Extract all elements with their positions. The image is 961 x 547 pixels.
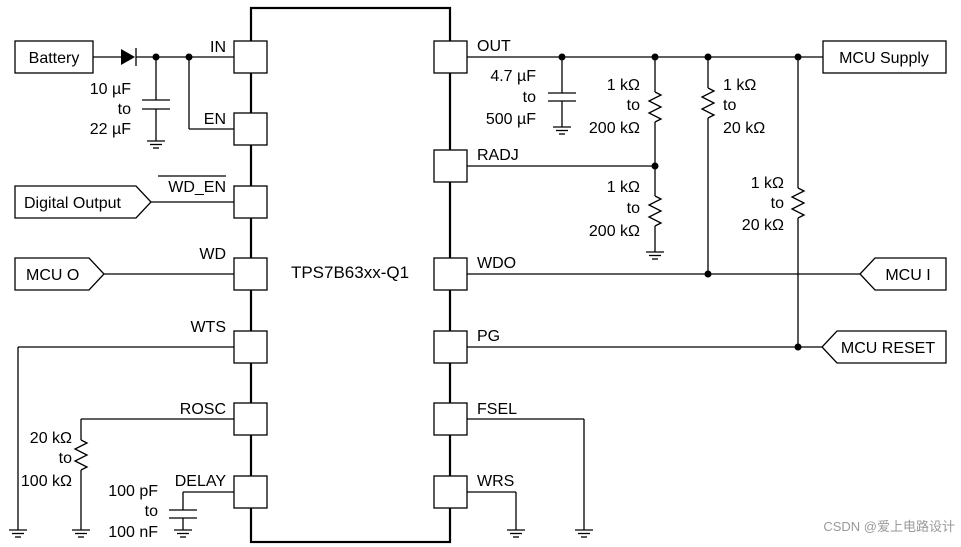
watermark: CSDN @爱上电路设计 [823,519,955,534]
input-network [93,48,234,149]
pin-radj [433,149,468,183]
radj-bottom-value-max: 200 kΩ [589,223,640,240]
pin-label-wd: WD [199,246,226,263]
pin-label-delay: DELAY [175,473,227,490]
diode-symbol [121,49,135,65]
wts-ground [9,346,234,538]
pin-label-out: OUT [477,38,511,55]
pin-in [233,40,268,74]
pin-pg [433,330,468,364]
pin-label-rosc: ROSC [180,401,226,418]
in-cap-value-min: 10 µF [90,81,131,98]
pin-label-in: IN [210,39,226,56]
pin-label-wd-en: WD_EN [168,179,226,196]
radj-bottom-value-min: 1 kΩ [607,179,640,196]
output-network [467,53,860,538]
delay-value-min: 100 pF [108,483,158,500]
radj-top-value-max: 200 kΩ [589,120,640,137]
pin-label-fsel: FSEL [477,401,517,418]
wdo-pullup-value-to: to [723,97,736,114]
rosc-value-to: to [59,450,72,467]
rosc-resistor [72,418,234,538]
pin-label-radj: RADJ [477,147,519,164]
port-mcu-i-label: MCU I [885,267,930,284]
pin-label-wrs: WRS [477,473,514,490]
port-mcu-reset-label: MCU RESET [841,340,935,357]
out-cap-value-to: to [523,89,536,106]
port-mcu-supply-label: MCU Supply [839,50,929,67]
port-mcu-i [859,257,947,291]
pin-wd [233,257,268,291]
port-mcu-reset [821,330,947,364]
wdo-pullup-value-max: 20 kΩ [723,120,765,137]
pin-wrs [433,475,468,509]
pg-pullup-value-min: 1 kΩ [751,175,784,192]
rosc-value-min: 20 kΩ [30,430,72,447]
ic-name: TPS7B63xx-Q1 [291,263,409,282]
pin-en [233,112,268,146]
port-digital-output-label: Digital Output [24,195,121,212]
in-cap-value-to: to [118,101,131,118]
rosc-value-max: 100 kΩ [21,473,72,490]
port-mcu-o-label: MCU O [26,267,79,284]
port-digital-output [14,185,152,219]
pin-out [433,40,468,74]
pg-pullup-value-max: 20 kΩ [742,217,784,234]
pin-fsel [433,402,468,436]
pin-label-wts: WTS [190,319,226,336]
pin-delay [233,475,268,509]
in-cap-value-max: 22 µF [90,121,131,138]
out-cap-value-min: 4.7 µF [490,68,536,85]
pin-label-pg: PG [477,328,500,345]
radj-top-value-min: 1 kΩ [607,77,640,94]
pin-wd-en [233,185,268,219]
radj-bottom-value-to: to [627,200,640,217]
pg-pullup-value-to: to [771,195,784,212]
pin-rosc [233,402,268,436]
ic-body [249,6,452,544]
delay-value-max: 100 nF [108,524,158,541]
pin-label-en: EN [204,111,226,128]
port-battery [14,40,94,74]
pin-label-wdo: WDO [477,255,516,272]
pin-wdo [433,257,468,291]
radj-top-value-to: to [627,97,640,114]
delay-capacitor [169,491,234,538]
out-cap-value-max: 500 µF [486,111,536,128]
port-battery-label: Battery [29,50,80,67]
delay-value-to: to [145,503,158,520]
pin-wts [233,330,268,364]
wdo-pullup-value-min: 1 kΩ [723,77,756,94]
port-mcu-o [14,257,105,291]
